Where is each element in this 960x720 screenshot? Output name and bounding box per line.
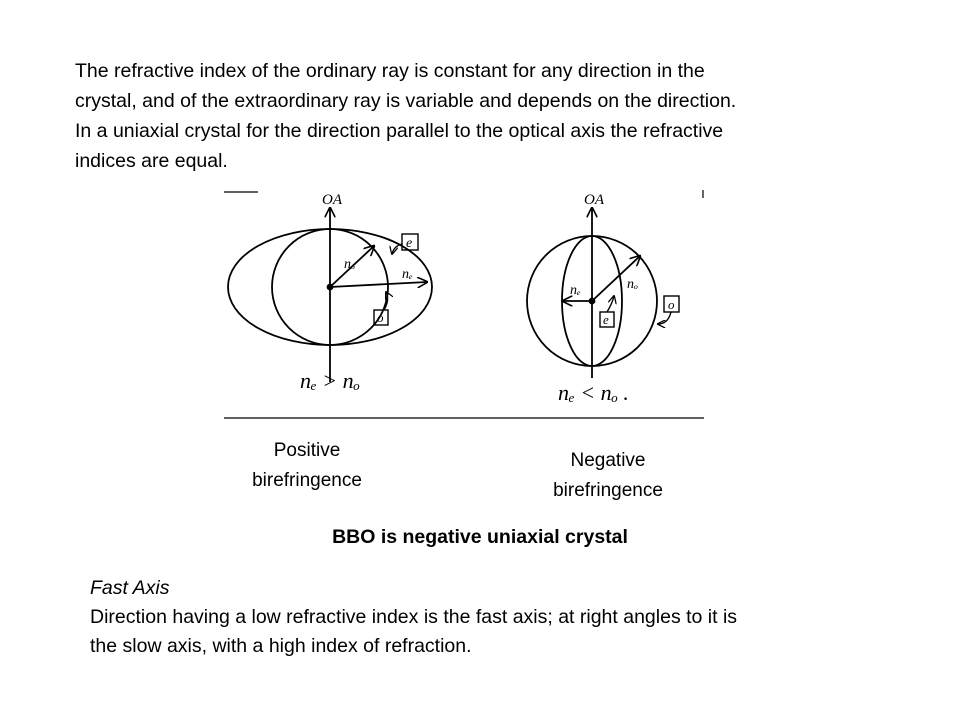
negative-caption-line-2: birefringence: [553, 480, 663, 501]
negative-n-e-label: nₑ: [570, 283, 581, 298]
positive-birefringence-caption: Positive birefringence: [232, 436, 382, 496]
fast-axis-section: Fast Axis Direction having a low refract…: [90, 574, 910, 661]
positive-n-o-vector: [329, 246, 374, 288]
intro-line-1: The refractive index of the ordinary ray…: [75, 60, 705, 82]
negative-n-o-label: nₒ: [627, 277, 638, 292]
positive-e-box-label: e: [406, 236, 412, 251]
negative-caption-line-1: Negative: [570, 450, 646, 471]
positive-axis-label: OA: [322, 192, 343, 208]
positive-birefringence-drawing: [227, 208, 433, 382]
bbo-headline: BBO is negative uniaxial crystal: [332, 526, 628, 548]
negative-axis-label: OA: [584, 192, 605, 208]
positive-caption-line-1: Positive: [273, 440, 341, 461]
positive-n-e-vector: [329, 282, 427, 288]
negative-birefringence-drawing: [526, 208, 680, 378]
positive-o-pointer: [383, 292, 388, 311]
fast-axis-line-2: the slow axis, with a high index of refr…: [90, 635, 472, 657]
positive-e-box: [401, 233, 419, 251]
positive-caption-line-2: birefringence: [252, 470, 362, 491]
negative-center-dot: [588, 297, 596, 305]
fast-axis-line-1: Direction having a low refractive index …: [90, 606, 738, 628]
negative-e-pointer: [606, 296, 614, 313]
intro-line-3: In a uniaxial crystal for the direction …: [75, 120, 724, 142]
positive-center-dot: [326, 283, 334, 291]
intro-line-4: indices are equal.: [75, 150, 228, 172]
birefringence-diagram: OA nₒ nₑ e o nₑ > nₒ OA nₑ nₒ e o nₑ < n…: [224, 190, 704, 419]
positive-o-box-label: o: [377, 310, 384, 325]
negative-o-pointer: [658, 311, 672, 324]
negative-o-box: [663, 295, 680, 313]
negative-n-o-vector: [591, 256, 640, 302]
positive-n-o-label: nₒ: [344, 257, 355, 272]
negative-o-box-label: o: [668, 297, 675, 312]
birefringence-figure: OA nₒ nₑ e o nₑ > nₒ OA nₑ nₒ e o nₑ < n…: [222, 186, 706, 422]
fast-axis-title: Fast Axis: [90, 577, 170, 599]
negative-relation-label: nₑ < nₒ .: [558, 380, 629, 405]
positive-n-e-label: nₑ: [402, 267, 413, 282]
intro-line-2: crystal, and of the extraordinary ray is…: [75, 90, 737, 112]
positive-o-box: [373, 309, 389, 326]
negative-birefringence-caption: Negative birefringence: [528, 446, 688, 506]
negative-e-box-label: e: [603, 312, 609, 327]
positive-e-pointer: [392, 243, 403, 254]
positive-relation-label: nₑ > nₒ: [300, 368, 360, 393]
intro-paragraph: The refractive index of the ordinary ray…: [75, 56, 905, 176]
